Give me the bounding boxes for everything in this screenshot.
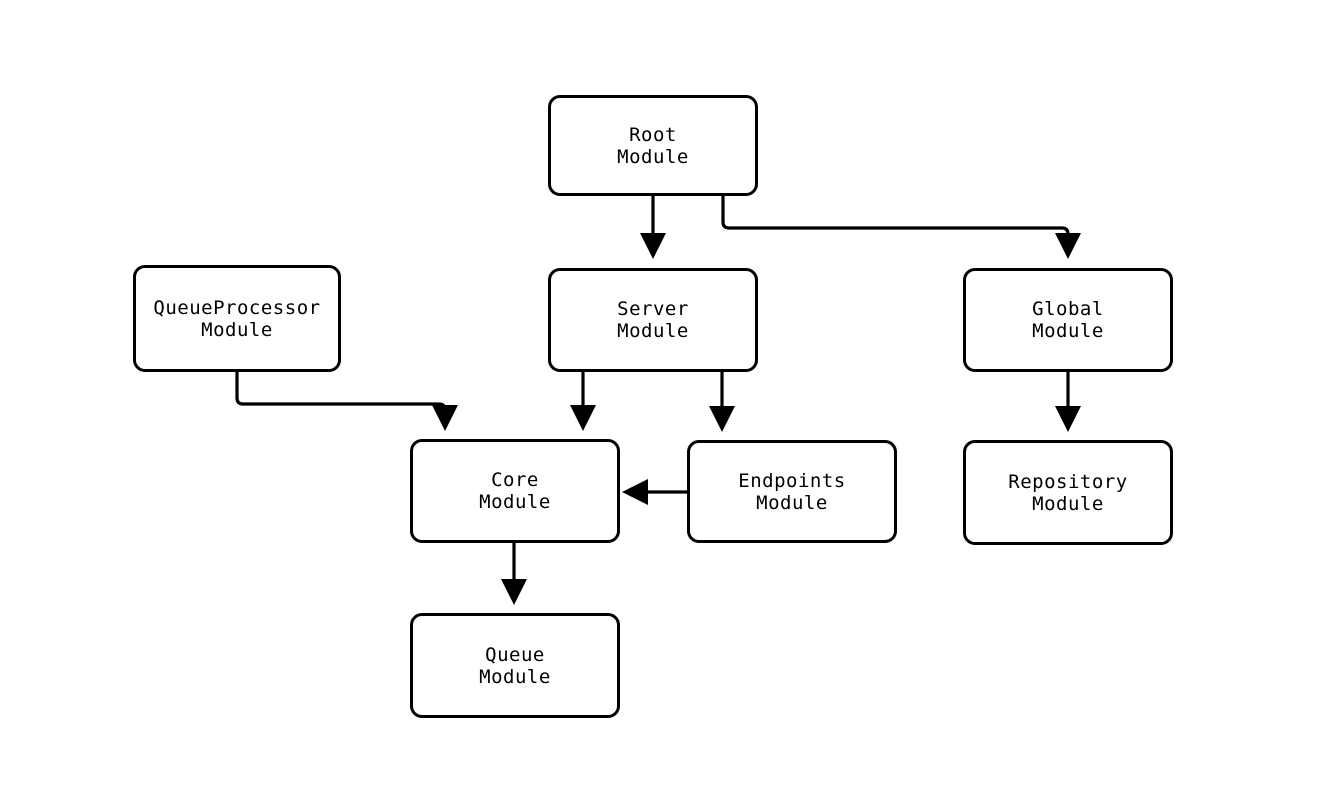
edge-global-to-repository xyxy=(1055,372,1081,432)
edge-core-to-queue xyxy=(501,543,527,605)
node-global-module-label: Global Module xyxy=(1032,298,1104,342)
node-endpoints-module-label: Endpoints Module xyxy=(738,469,846,514)
edge-queueprocessor-to-core xyxy=(235,372,458,431)
node-root-module[interactable]: Root Module xyxy=(548,95,758,196)
edge-root-to-server xyxy=(640,196,666,259)
edge-server-to-core xyxy=(570,372,596,431)
node-server-module[interactable]: Server Module xyxy=(548,268,758,372)
node-queueprocessor-module[interactable]: QueueProcessor Module xyxy=(133,265,341,372)
edge-server-to-endpoints xyxy=(709,372,735,432)
edge-endpoints-to-core xyxy=(622,479,687,505)
node-core-module-label: Core Module xyxy=(479,469,551,513)
node-root-module-label: Root Module xyxy=(617,123,689,168)
node-global-module[interactable]: Global Module xyxy=(963,268,1173,372)
edge-root-to-global xyxy=(721,196,1081,259)
node-queueprocessor-module-label: QueueProcessor Module xyxy=(153,296,321,341)
node-repository-module-label: Repository Module xyxy=(1008,470,1128,515)
node-server-module-label: Server Module xyxy=(617,298,689,342)
node-core-module[interactable]: Core Module xyxy=(410,439,620,543)
node-queue-module[interactable]: Queue Module xyxy=(410,613,620,718)
node-queue-module-label: Queue Module xyxy=(479,643,551,688)
node-repository-module[interactable]: Repository Module xyxy=(963,440,1173,545)
node-endpoints-module[interactable]: Endpoints Module xyxy=(687,440,897,543)
